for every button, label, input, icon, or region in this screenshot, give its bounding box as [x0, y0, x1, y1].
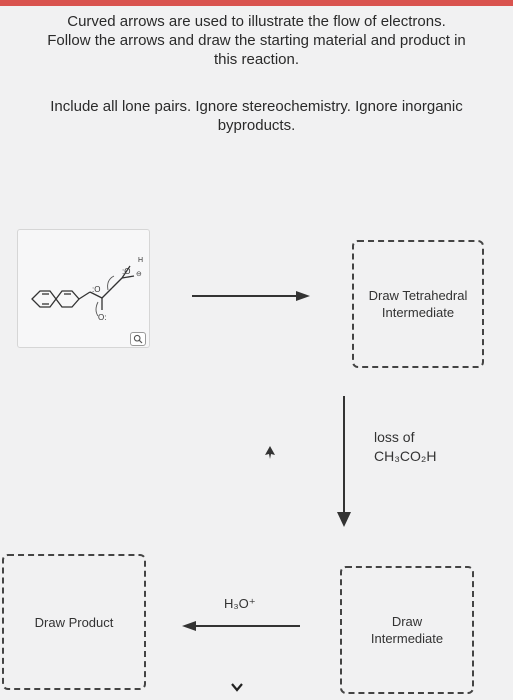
chevron-down-icon[interactable] — [230, 682, 244, 694]
draw-intermediate-box[interactable]: Draw Intermediate — [340, 566, 474, 694]
draw-product-box[interactable]: Draw Product — [2, 554, 146, 690]
top-accent-bar — [0, 0, 513, 6]
instruction-line: Include all lone pairs. Ignore stereoche… — [50, 98, 463, 115]
box-label: Draw Product — [34, 614, 114, 630]
charge-label: ⊖ — [136, 270, 142, 278]
magnifier-icon — [133, 334, 143, 344]
pointer-cursor-icon — [265, 446, 275, 459]
box-label: Draw — [391, 614, 423, 629]
atom-label: :O — [122, 267, 130, 276]
question-instructions: Curved arrows are used to illustrate the… — [10, 12, 503, 135]
acid-reagent-label: H₃O⁺ — [224, 596, 256, 611]
atom-label: H — [138, 257, 143, 264]
box-label: Intermediate — [370, 631, 444, 646]
zoom-button[interactable] — [130, 332, 146, 346]
reaction-arrow-down — [337, 396, 351, 527]
reaction-arrow-left — [182, 621, 300, 631]
draw-tetrahedral-intermediate-box[interactable]: Draw Tetrahedral Intermediate — [352, 240, 484, 368]
reagent-text: loss of — [374, 429, 415, 445]
instruction-line: byproducts. — [217, 117, 296, 134]
reagent-text: CH₃CO₂H — [374, 448, 437, 464]
starting-molecule-card[interactable]: :O :O O: H ⊖ — [17, 229, 150, 348]
atom-label: O: — [98, 313, 106, 322]
molecule-structure: :O :O O: H ⊖ — [31, 257, 143, 322]
box-label: Draw Tetrahedral — [368, 288, 468, 303]
loss-reagent-label: loss of CH₃CO₂H — [374, 428, 436, 466]
instruction-line: Follow the arrows and draw the starting … — [47, 32, 466, 49]
reaction-arrow-right — [192, 291, 310, 301]
atom-label: :O — [92, 285, 100, 294]
box-label: Intermediate — [381, 305, 455, 320]
instruction-line: this reaction. — [213, 51, 300, 68]
instruction-line: Curved arrows are used to illustrate the… — [67, 13, 446, 30]
